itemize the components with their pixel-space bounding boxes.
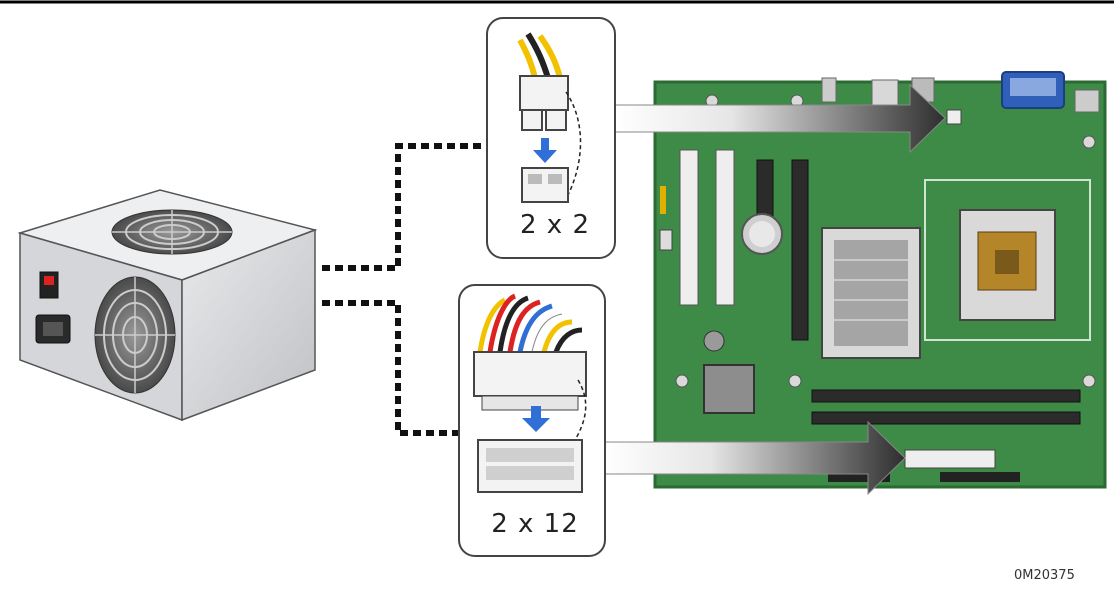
insert-arrow-icon <box>533 138 557 163</box>
callout-main-connector <box>458 284 606 557</box>
fan-grille-icon <box>94 276 176 394</box>
heatsink-icon <box>821 227 921 359</box>
motherboard-icon <box>653 71 1107 489</box>
psu-icon <box>17 189 318 422</box>
battery-icon <box>741 213 783 255</box>
arrow-to-main-connector <box>604 420 906 496</box>
fan-grille-icon <box>111 209 233 255</box>
main-connector-label: 2 x 12 <box>491 509 579 539</box>
cable-path-lower <box>322 300 459 436</box>
aux-connector-label: 2 x 2 <box>520 210 590 240</box>
cpu-socket-icon <box>924 179 1091 341</box>
arrow-to-aux-connector <box>614 83 946 154</box>
cable-path-upper <box>322 143 487 271</box>
power-socket-icon <box>35 314 71 344</box>
power-switch-icon <box>39 271 59 299</box>
callout-aux-connector <box>486 17 616 259</box>
insert-arrow-icon <box>522 406 550 432</box>
figure-id: 0M20375 <box>1014 568 1075 583</box>
